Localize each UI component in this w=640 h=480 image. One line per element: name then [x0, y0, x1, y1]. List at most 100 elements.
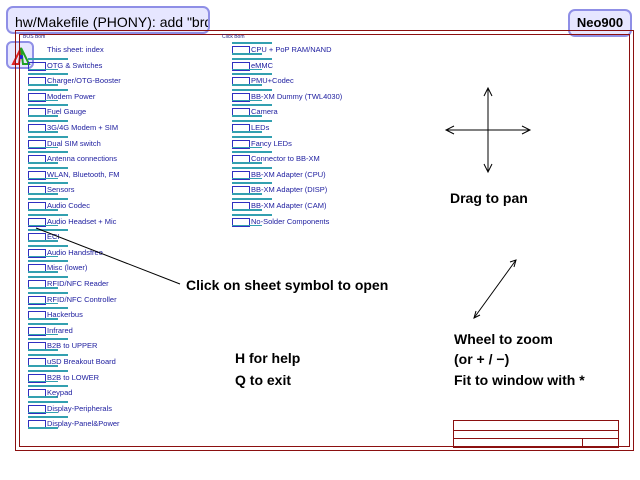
sheet-label: Infrared — [47, 325, 73, 335]
sheet-box — [28, 389, 46, 399]
triangles-icon — [11, 47, 31, 65]
sheet-label: Audio Codec — [47, 201, 90, 210]
sheet-file-tag — [232, 162, 262, 164]
sheet-label: ECI — [47, 232, 60, 242]
sheet-box — [28, 92, 46, 102]
sheet-box — [28, 295, 46, 305]
sheet-tag — [28, 229, 68, 232]
sheet-file-tag — [232, 68, 262, 71]
sheet-box — [28, 342, 46, 352]
sheet-tag — [232, 120, 272, 122]
sheet-label: Antenna connections — [47, 154, 118, 164]
sheet-tag — [28, 135, 68, 138]
sheet-label: RFID/NFC Reader — [47, 279, 109, 288]
sheet-tag — [232, 213, 272, 216]
sheet-tag — [232, 42, 272, 44]
sheet-tag — [28, 198, 68, 200]
sheet-box — [232, 92, 250, 102]
sheet-box — [232, 108, 250, 118]
sheet-label: LEDs — [251, 123, 270, 132]
sheet-tag — [28, 151, 68, 154]
hint-click: Click on sheet symbol to open — [186, 277, 389, 293]
sheet-label: Connector to BB-XM — [251, 154, 320, 164]
sheet-label: BB-XM Dummy (TWL4030) — [251, 91, 343, 101]
sheet-file-tag — [28, 365, 58, 367]
sheet-tag — [28, 244, 68, 247]
sheet-box — [232, 170, 250, 180]
sheet-tag — [232, 135, 272, 138]
sheet-label: OTG & Switches — [47, 60, 103, 70]
sheet-file-tag — [232, 53, 262, 55]
sheet-file-tag — [28, 209, 58, 211]
sheet-file-tag — [232, 209, 262, 211]
sheet-file-tag — [28, 115, 58, 117]
sheet-label: B2B to LOWER — [47, 372, 100, 382]
sheet-box — [232, 124, 250, 133]
sheet-box — [28, 358, 46, 367]
sheet-box — [28, 170, 46, 180]
schematic-frame[interactable] — [15, 30, 634, 451]
sheet-label: Camera — [251, 107, 278, 117]
sheet-label: Audio Headset + Mic — [47, 216, 117, 226]
schematic-inner-frame — [19, 34, 630, 447]
sheet-tag — [28, 73, 68, 76]
sheet-tag — [28, 260, 68, 263]
sheet-box — [232, 186, 250, 196]
sheet-label: Audio Handsfree — [47, 247, 103, 257]
sheet-label: This sheet: index — [47, 45, 104, 54]
sheet-tag — [28, 354, 68, 356]
sheet-tag — [28, 338, 68, 341]
sheet-file-tag — [28, 427, 58, 429]
sheet-tag — [28, 213, 68, 216]
sheet-box — [232, 77, 250, 87]
sheet-tag — [232, 151, 272, 154]
sheet-tag — [232, 57, 272, 60]
sheet-file-tag — [28, 99, 58, 102]
sheet-box — [28, 61, 46, 71]
sheet-box — [28, 77, 46, 87]
project-name: Neo900 — [568, 9, 632, 37]
sheet-label: 3G/4G Modem + SIM — [47, 123, 119, 132]
sheet-tag — [232, 73, 272, 76]
sheet-tag — [232, 88, 272, 91]
sheet-tag — [28, 182, 68, 185]
sheet-box — [28, 108, 46, 118]
sheet-tag — [232, 182, 272, 185]
hint-drag: Drag to pan — [450, 190, 528, 206]
sheet-file-tag — [232, 99, 262, 102]
sheet-label: eMMC — [251, 60, 274, 70]
sheet-tag — [28, 400, 68, 403]
sheet-label: Fancy LEDs — [251, 138, 292, 148]
sheet-tag — [28, 88, 68, 91]
sheet-box — [28, 139, 46, 149]
sheet-file-tag — [28, 333, 58, 336]
tool-button[interactable] — [6, 41, 34, 69]
title-block — [453, 420, 619, 448]
sheet-label: PMU+Codec — [251, 76, 294, 86]
sheet-tag — [28, 57, 68, 60]
sheet-tag — [28, 322, 68, 325]
sheet-label: Charger/OTG-Booster — [47, 76, 121, 86]
sheet-file-tag — [28, 224, 58, 227]
sheet-box — [232, 46, 250, 55]
sheet-box — [28, 202, 46, 211]
sheet-file-tag — [28, 287, 58, 289]
sheet-file-tag — [232, 146, 262, 149]
sheet-label: BB-XM Adapter (CPU) — [251, 169, 326, 179]
sheet-label: Display-Peripherals — [47, 403, 113, 413]
sheet-file-tag — [28, 131, 58, 133]
sheet-file-tag — [28, 380, 58, 383]
sheet-file-tag — [28, 302, 58, 305]
sheet-label: RFID/NFC Controller — [47, 294, 117, 304]
sheet-box — [232, 217, 250, 227]
sheet-file-tag — [232, 131, 262, 133]
sheet-box — [28, 311, 46, 321]
sheet-tag — [28, 369, 68, 372]
col1-header: BOS Bom — [23, 34, 46, 40]
sheet-box — [28, 124, 46, 133]
sheet-file-tag — [28, 177, 58, 180]
sheet-box — [28, 404, 46, 414]
sheet-file-tag — [28, 162, 58, 164]
sheet-file-tag — [232, 193, 262, 195]
sheet-file-tag — [28, 68, 58, 71]
